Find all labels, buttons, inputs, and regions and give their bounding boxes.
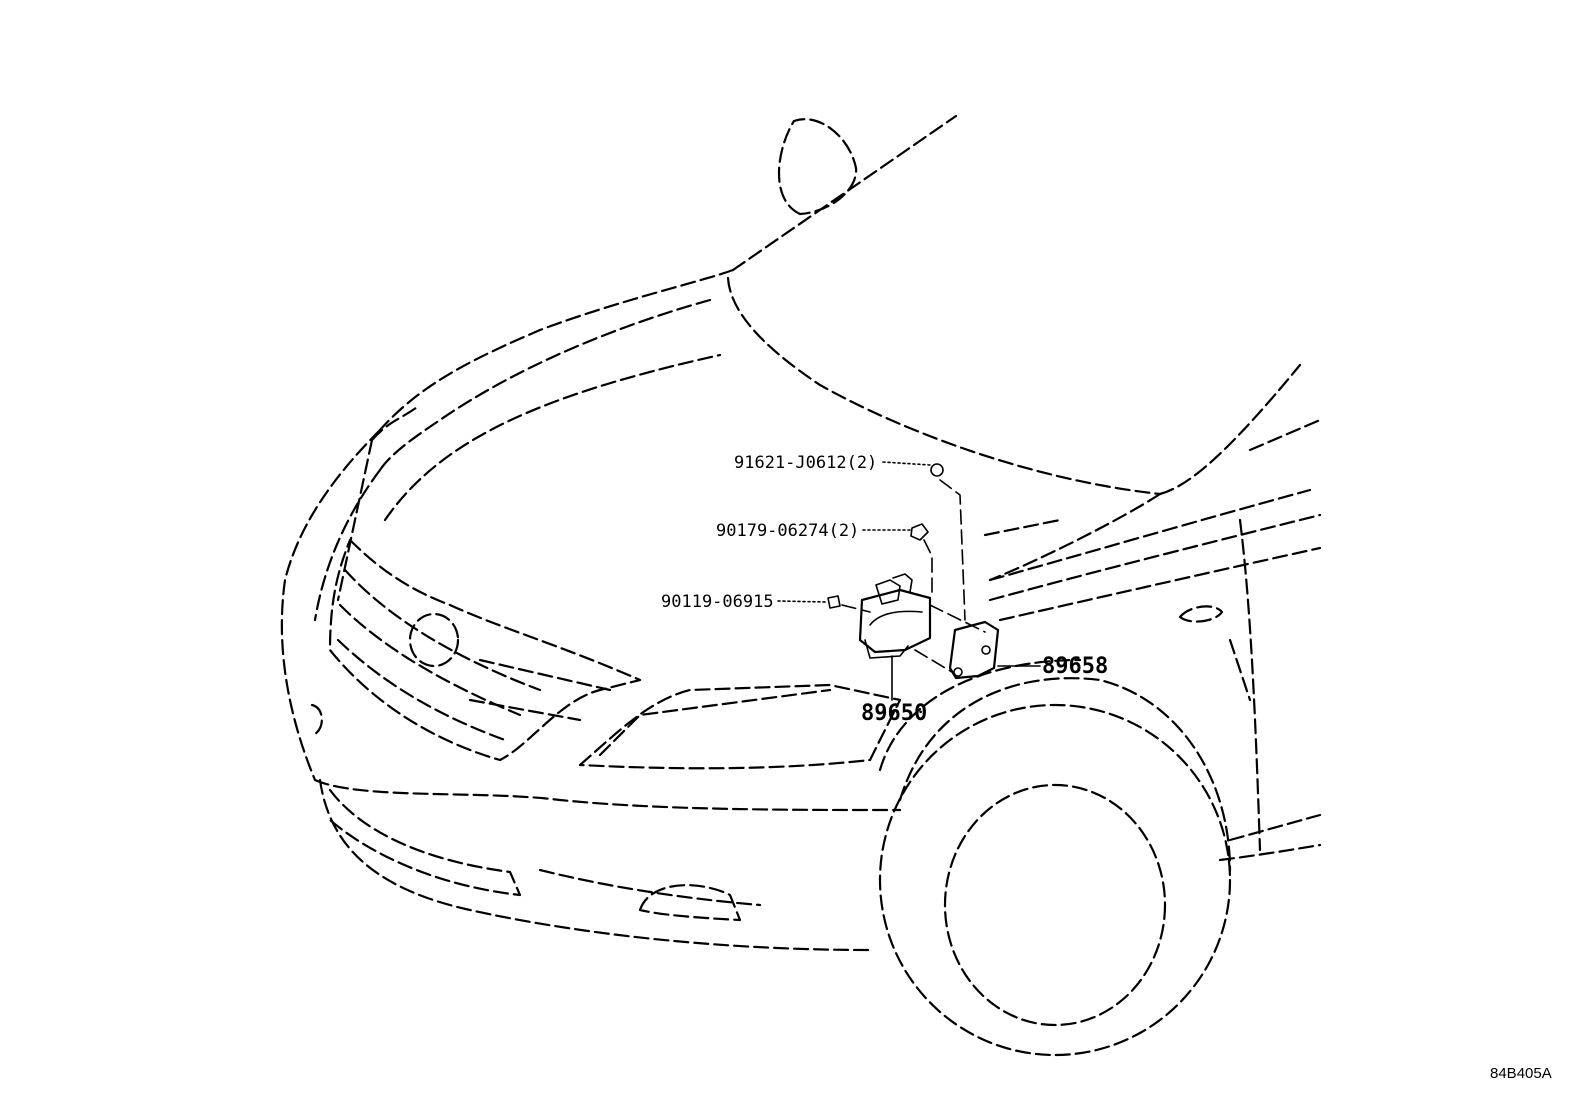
headlight-outline [578,683,902,770]
front-hook [310,703,323,737]
door-line [1238,518,1262,852]
fender-top [988,488,1312,582]
callout-sensor: 89650 [861,701,927,726]
callout-bolt: 90179-06274(2) [716,521,859,541]
tire-inner [943,783,1167,1027]
bracket-hole-icon [981,645,991,655]
install-line-bracket-2 [914,649,953,673]
nut-icon [930,463,944,477]
grille-bar-3 [336,638,507,742]
callout-screw: 90119-06915 [661,592,774,612]
hood-crease-center [383,353,722,522]
sensor-body-icon [858,588,932,654]
grille-bar-1 [343,568,542,692]
bolt-icon [910,523,929,541]
emblem-icon [408,612,460,668]
bracket-icon [948,620,1000,680]
hood-front-edge [378,268,735,432]
bumper-upper [313,778,902,812]
fender-line-3 [983,518,1062,537]
bumper-slot [328,788,522,897]
grille-outline [328,538,642,762]
headlight-left-vertical [336,438,374,602]
install-line-bracket [929,604,986,633]
bumper-lower [318,778,872,952]
fender-line-4 [1248,418,1322,452]
bracket-hole-2-icon [953,667,963,677]
leaders [777,461,1041,701]
sensor-foot [864,639,909,659]
headlight-top-left [370,403,422,442]
side-marker [1178,605,1224,623]
sensor-arm [869,610,923,626]
a-pillar-line [731,114,958,272]
tire-outer [878,703,1232,1057]
car-outline [280,114,1322,1057]
grille-bar-4 [478,658,612,692]
front-corner-inner [313,468,382,622]
headlight-inner [598,688,832,757]
bumper-chin [538,868,762,907]
callout-bracket: 89658 [1042,654,1108,679]
wheel-arch-outer [878,658,1082,772]
hood-cowl [1158,363,1302,496]
mirror-outline [778,118,858,216]
door-panel-line [1228,813,1322,842]
grille-bar-2 [338,603,522,717]
body-side [1228,638,1252,702]
front-corner [280,428,382,782]
fender-line-1 [988,513,1322,602]
fog-lamp [638,884,742,922]
install-line-screw [841,604,871,613]
sensor-connector-2 [892,573,913,593]
sensor-assembly [827,463,1000,680]
windshield-base [988,492,1162,582]
sensor-connector [875,579,901,605]
hood-crease-left [726,276,1162,496]
screw-icon [827,595,841,609]
grille-bar-5 [468,698,582,722]
hood-inner-edge [378,298,712,472]
rocker [1218,843,1322,862]
install-line-nut [939,479,966,621]
leader-screw [777,600,827,603]
wheel-arch [898,677,1232,872]
figure-code: 84B405A [1490,1065,1552,1082]
callout-nut: 91621-J0612(2) [734,453,877,473]
leader-nut [882,461,931,466]
install-line-bolt [923,539,933,593]
fender-line-2 [998,546,1322,622]
